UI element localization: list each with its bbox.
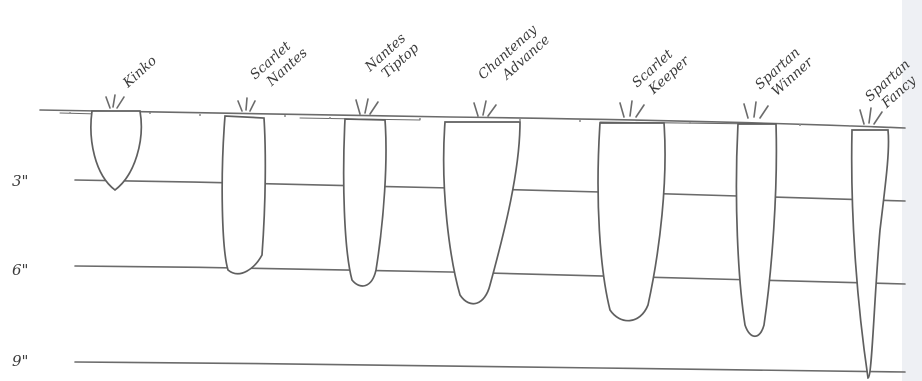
carrot-root [444, 122, 520, 304]
carrot-root [222, 116, 265, 274]
variety-label-kinko-line1: Kinko [119, 53, 160, 92]
carrot-tops [744, 102, 768, 118]
carrot-root [91, 111, 141, 190]
carrot-spartan-fancy [852, 108, 889, 378]
carrot-spartan-winner [736, 102, 776, 336]
carrot-scarlet-keeper [598, 101, 665, 321]
page-edge-shade [902, 0, 922, 381]
carrot-root [852, 130, 889, 378]
carrot-tops [106, 95, 124, 108]
carrots [91, 95, 889, 378]
carrot-scarlet-nantes [222, 98, 265, 274]
carrot-tops [238, 98, 255, 111]
depth-labels: 3" 6" 9" [12, 172, 28, 370]
carrot-root [598, 123, 665, 321]
carrot-tops [356, 99, 378, 114]
carrot-root [736, 124, 776, 336]
variety-labels: Kinko Scarlet Nantes Nantes Tiptop Chant… [119, 20, 922, 117]
carrot-tops [474, 101, 496, 116]
carrot-root [344, 119, 386, 286]
carrot-kinko [91, 95, 141, 190]
depth-label-3in: 3" [12, 172, 28, 190]
depth-line-9in [75, 362, 905, 372]
carrot-tops [860, 108, 882, 124]
carrot-tops [620, 101, 644, 117]
depth-label-6in: 6" [12, 261, 28, 279]
depth-label-9in: 9" [12, 352, 28, 370]
carrot-nantes-tiptop [344, 99, 386, 286]
